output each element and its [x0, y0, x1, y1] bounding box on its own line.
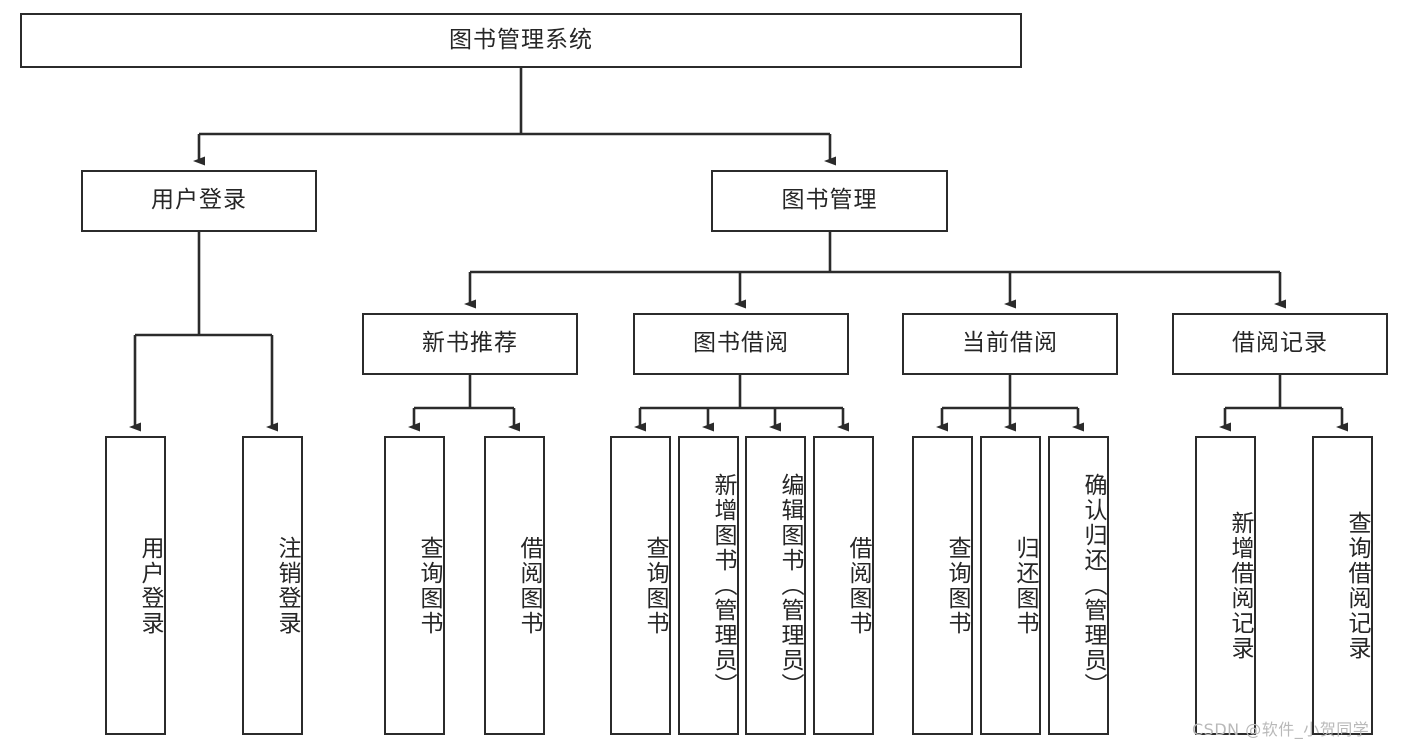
- leaf-borrow-borrow-book[interactable]: 借阅图书: [813, 436, 874, 735]
- leaf-label: 查询图书: [642, 535, 668, 636]
- node-borrow-record[interactable]: 借阅记录: [1172, 313, 1388, 375]
- leaf-borrow-edit-book-admin[interactable]: 编辑图书（管理员）: [745, 436, 806, 735]
- leaf-current-confirm-return-admin[interactable]: 确认归还（管理员）: [1048, 436, 1109, 735]
- leaf-label: 查询图书: [944, 535, 970, 636]
- node-root-label: 图书管理系统: [449, 26, 593, 53]
- leaf-record-query-record[interactable]: 查询借阅记录: [1312, 436, 1373, 735]
- node-current-borrow[interactable]: 当前借阅: [902, 313, 1118, 375]
- node-book-management-label: 图书管理: [781, 187, 878, 214]
- node-root[interactable]: 图书管理系统: [20, 13, 1022, 68]
- leaf-recommend-query-book[interactable]: 查询图书: [384, 436, 445, 735]
- leaf-recommend-borrow-book[interactable]: 借阅图书: [484, 436, 545, 735]
- csdn-watermark: CSDN @软件_小贺同学: [1192, 720, 1370, 739]
- leaf-current-query-book[interactable]: 查询图书: [912, 436, 973, 735]
- node-book-borrow[interactable]: 图书借阅: [633, 313, 849, 375]
- leaf-borrow-add-book-admin[interactable]: 新增图书（管理员）: [678, 436, 739, 735]
- leaf-current-return-book[interactable]: 归还图书: [980, 436, 1041, 735]
- node-book-borrow-label: 图书借阅: [693, 330, 789, 357]
- node-new-book-recommend-label: 新书推荐: [422, 330, 518, 357]
- leaf-label: 借阅图书: [516, 535, 542, 636]
- leaf-label: 新增借阅记录: [1227, 510, 1253, 661]
- leaf-label: 查询图书: [416, 535, 442, 636]
- leaf-user-login-logout[interactable]: 注销登录: [242, 436, 303, 735]
- node-current-borrow-label: 当前借阅: [962, 330, 1058, 357]
- leaf-borrow-query-book[interactable]: 查询图书: [610, 436, 671, 735]
- leaf-label: 编辑图书（管理员）: [777, 473, 803, 698]
- leaf-label: 确认归还（管理员）: [1080, 473, 1106, 698]
- node-user-login-label: 用户登录: [151, 187, 247, 214]
- leaf-label: 新增图书（管理员）: [710, 473, 736, 698]
- leaf-record-add-record[interactable]: 新增借阅记录: [1195, 436, 1256, 735]
- node-user-login[interactable]: 用户登录: [81, 170, 317, 232]
- leaf-label: 注销登录: [274, 535, 300, 636]
- node-borrow-record-label: 借阅记录: [1232, 330, 1328, 357]
- node-book-management[interactable]: 图书管理: [711, 170, 948, 232]
- leaf-label: 归还图书: [1012, 535, 1038, 636]
- leaf-label: 查询借阅记录: [1344, 510, 1370, 661]
- node-new-book-recommend[interactable]: 新书推荐: [362, 313, 578, 375]
- leaf-user-login-login[interactable]: 用户登录: [105, 436, 166, 735]
- leaf-label: 借阅图书: [845, 535, 871, 636]
- leaf-label: 用户登录: [137, 535, 163, 636]
